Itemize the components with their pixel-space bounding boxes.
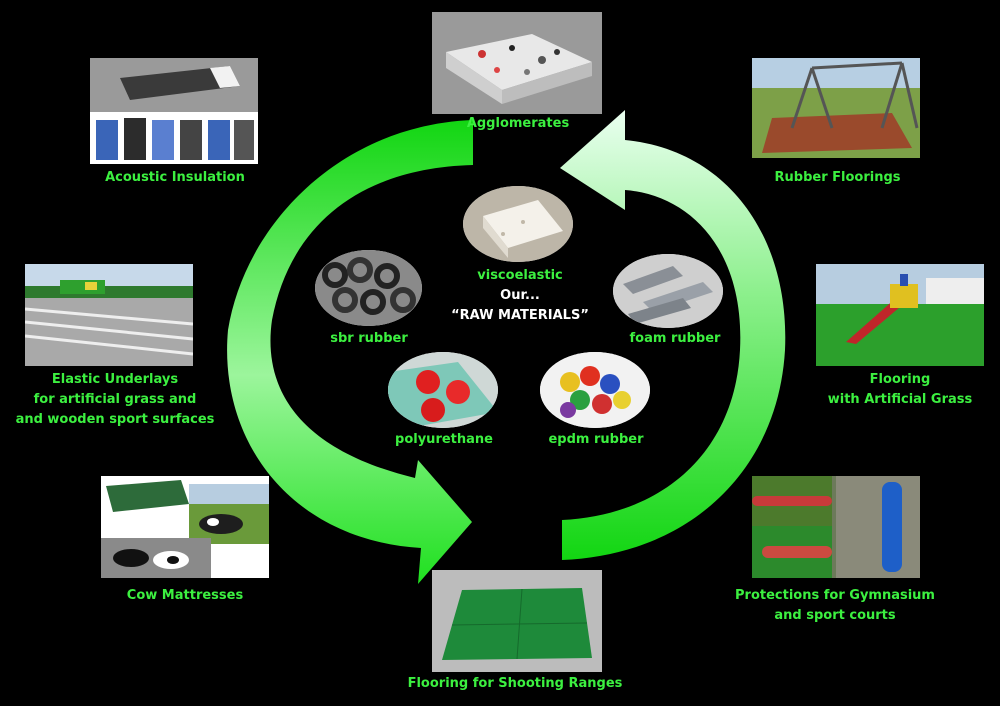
sbr-rubber-image xyxy=(315,250,422,326)
rubber-floorings-label: Rubber Floorings xyxy=(774,170,901,185)
epdm-rubber-label: epdm rubber xyxy=(548,432,644,447)
polyurethane-image xyxy=(388,352,498,428)
protections-label: Protections for Gymnasium and sport cour… xyxy=(735,588,935,623)
elastic-underlays-label: Elastic Underlays for artificial grass a… xyxy=(15,372,215,427)
center-title-line2: “RAW MATERIALS” xyxy=(451,308,589,323)
elastic-underlays-photo xyxy=(25,264,193,366)
protections-photo xyxy=(752,476,920,578)
cow-mattresses-label: Cow Mattresses xyxy=(126,588,244,603)
artificial-grass-photo xyxy=(816,264,984,366)
shooting-ranges-photo xyxy=(432,570,602,672)
foam-rubber-image xyxy=(613,254,723,328)
sbr-rubber-label: sbr rubber xyxy=(330,331,408,346)
shooting-ranges-label: Flooring for Shooting Ranges xyxy=(407,676,623,691)
viscoelastic-label: viscoelastic xyxy=(477,268,563,283)
viscoelastic-image xyxy=(463,186,573,262)
polyurethane-label: polyurethane xyxy=(395,432,493,447)
left-cycle-arrow xyxy=(227,120,473,584)
epdm-rubber-image xyxy=(540,352,650,428)
right-cycle-arrow xyxy=(560,110,786,560)
agglomerates-photo xyxy=(432,12,602,114)
agglomerates-label: Agglomerates xyxy=(466,116,570,131)
center-title-line1: Our... xyxy=(500,288,540,303)
foam-rubber-label: foam rubber xyxy=(629,331,721,346)
rubber-floorings-photo xyxy=(752,58,920,158)
artificial-grass-label: Flooring with Artificial Grass xyxy=(827,372,973,407)
acoustic-insulation-label: Acoustic Insulation xyxy=(105,170,245,185)
cow-mattresses-photo xyxy=(101,476,269,578)
acoustic-insulation-photo xyxy=(90,58,258,164)
